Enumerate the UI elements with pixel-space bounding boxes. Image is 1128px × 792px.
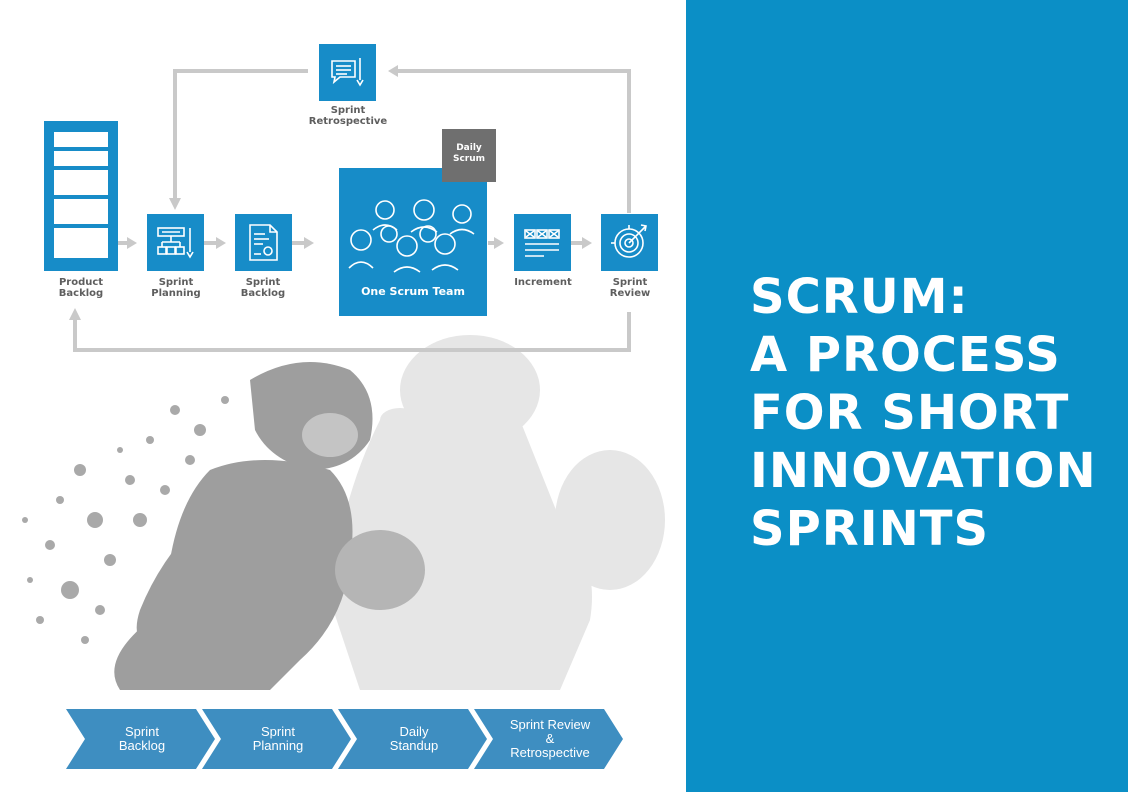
sprint-backlog-box: [235, 214, 292, 271]
one-scrum-team-box: [339, 168, 487, 316]
scrum-flow-arrows: [69, 65, 631, 352]
product-backlog-box: [44, 121, 118, 271]
football-players-illustration: [22, 335, 665, 690]
speech-bubbles-icon: [331, 58, 364, 87]
sprint-planning-label: Sprint Planning: [151, 277, 201, 299]
chevron-1-label: Sprint Backlog: [118, 724, 166, 753]
increment-box: [514, 214, 571, 271]
chevron-1: [66, 709, 215, 769]
sprint-review-label: Sprint Review: [609, 277, 651, 299]
chevron-2: [202, 709, 351, 769]
diagram-panel: Product Backlog Sprint Planning: [22, 44, 665, 769]
chevron-3: [338, 709, 487, 769]
chevron-4: [474, 709, 623, 769]
headline-panel: SCRUM: A PROCESS FOR SHORT INNOVATION SP…: [686, 0, 1128, 792]
target-icon: [611, 224, 647, 258]
product-backlog-label: Product Backlog: [58, 277, 104, 299]
sprint-review-box: [601, 214, 658, 271]
list-board-icon: [54, 132, 108, 258]
daily-scrum-box: Daily Scrum: [442, 129, 496, 182]
chevron-3-label: Daily Standup: [389, 724, 439, 753]
people-group-icon: [348, 199, 475, 273]
title-line: FOR SHORT: [750, 385, 1070, 441]
chevron-4-label: Sprint Review & Retrospective: [509, 717, 591, 760]
title-line: SCRUM:: [750, 269, 969, 325]
title-line: SPRINTS: [750, 501, 990, 557]
progress-grid-icon: [524, 229, 560, 257]
sprint-retrospective-label: Sprint Retrospective: [308, 105, 388, 127]
sprint-retrospective-box: [319, 44, 376, 101]
document-gear-icon: [249, 224, 278, 261]
one-scrum-team-label: One Scrum Team: [361, 285, 465, 298]
title-line: A PROCESS: [750, 327, 1061, 383]
page-title: SCRUM: A PROCESS FOR SHORT INNOVATION SP…: [750, 268, 1097, 558]
chevron-2-label: Sprint Planning: [252, 724, 304, 753]
sprint-backlog-label: Sprint Backlog: [240, 277, 286, 299]
title-line: INNOVATION: [750, 443, 1097, 499]
planning-chart-icon: [157, 227, 194, 259]
sprint-planning-box: [147, 214, 204, 271]
increment-label: Increment: [514, 277, 572, 288]
process-chevrons: [66, 709, 623, 769]
